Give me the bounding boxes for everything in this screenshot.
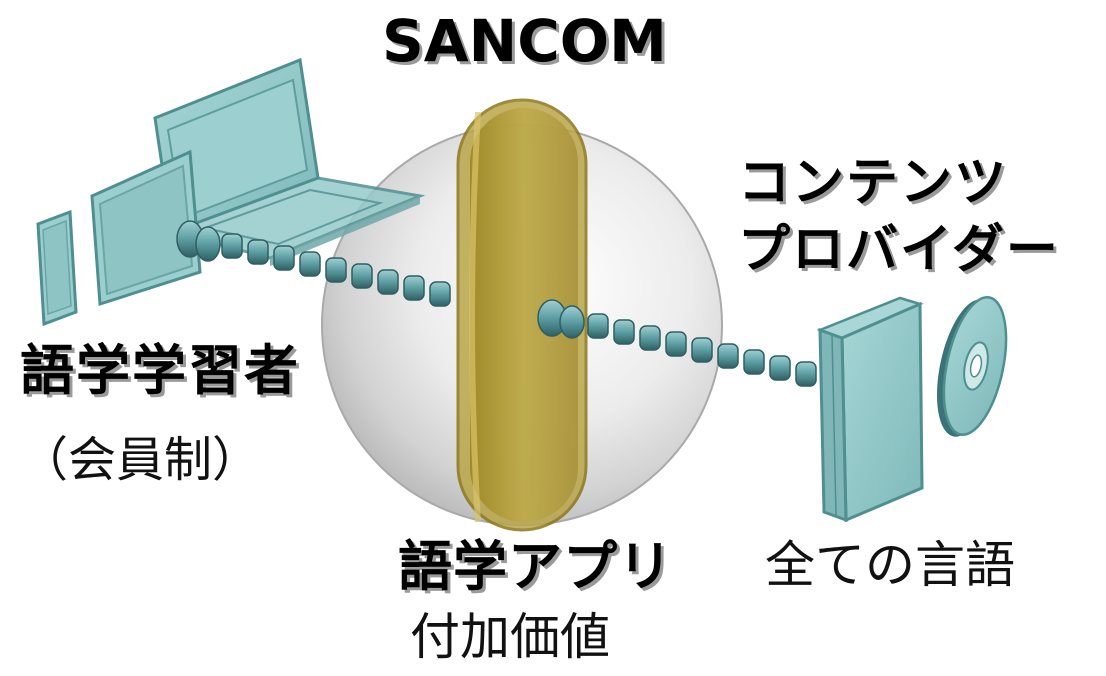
- added-value-label: 付加価値: [410, 608, 610, 666]
- all-languages-label: 全ての言語: [765, 536, 1015, 594]
- diagram-title: SANCOM: [382, 7, 667, 75]
- language-learner-label: 語学学習者: [20, 339, 300, 402]
- disc-icon: [456, 98, 588, 532]
- book-icon: [816, 296, 924, 523]
- content-provider-label-line2: プロバイダー: [738, 220, 1060, 280]
- content-provider-label-line1: コンテンツ: [738, 153, 1009, 213]
- right-connector: [537, 299, 817, 387]
- smartphone-icon: [36, 209, 78, 327]
- language-app-label: 語学アプリ: [398, 535, 673, 598]
- tablet-icon: [90, 149, 202, 307]
- left-connector: [176, 220, 451, 307]
- membership-note: （会員制）: [20, 432, 261, 488]
- cd-icon: [936, 296, 1008, 437]
